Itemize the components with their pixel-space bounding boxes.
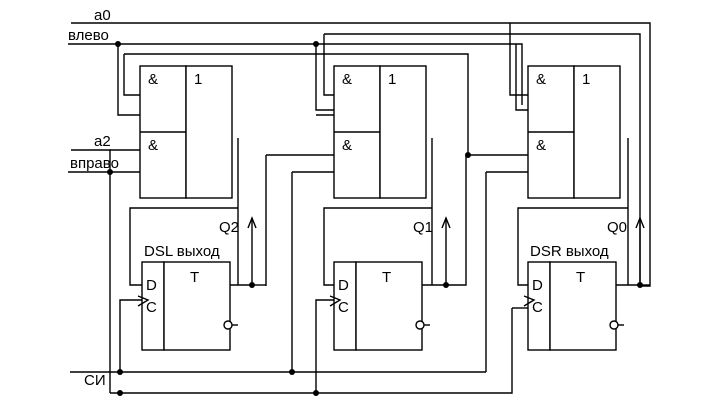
gate-unit-2: & & 1 <box>333 65 427 199</box>
q1-output-label: Q1 <box>413 219 433 236</box>
and-symbol: & <box>536 71 546 88</box>
c-pin-label: C <box>338 299 349 316</box>
q0-arrow-icon <box>635 216 645 229</box>
flipflop-1: D C T <box>137 261 252 351</box>
q0-output-label: Q0 <box>607 219 627 236</box>
input-a0-label: a0 <box>94 7 111 24</box>
wires <box>68 22 651 394</box>
c-pin-label: C <box>146 299 157 316</box>
or-symbol: 1 <box>582 71 590 88</box>
and-symbol: & <box>148 137 158 154</box>
d-pin-label: D <box>532 277 543 294</box>
input-left-label: влево <box>68 27 109 44</box>
flipflop-3: D C T <box>523 261 640 351</box>
or-symbol: 1 <box>194 71 202 88</box>
gate-unit-1: & & 1 <box>139 65 233 199</box>
and-symbol: & <box>536 137 546 154</box>
t-label: T <box>190 269 199 286</box>
flipflop-2: D C T <box>329 261 446 351</box>
gate-unit-3: & & 1 <box>527 65 621 199</box>
d-pin-label: D <box>146 277 157 294</box>
q2-arrow-icon <box>247 216 257 229</box>
c-pin-label: C <box>532 299 543 316</box>
dsr-output-label: DSR выход <box>530 243 609 260</box>
and-symbol: & <box>148 71 158 88</box>
q2-output-label: Q2 <box>219 219 239 236</box>
and-symbol: & <box>342 71 352 88</box>
clock-input-label: СИ <box>84 372 106 389</box>
input-a2-label: a2 <box>94 133 111 150</box>
t-label: T <box>576 269 585 286</box>
or-symbol: 1 <box>388 71 396 88</box>
and-symbol: & <box>342 137 352 154</box>
junction-dots <box>107 41 643 396</box>
dsl-output-label: DSL выход <box>144 243 220 260</box>
t-label: T <box>382 269 391 286</box>
input-right-label: вправо <box>70 155 119 172</box>
q1-arrow-icon <box>441 216 451 229</box>
d-pin-label: D <box>338 277 349 294</box>
